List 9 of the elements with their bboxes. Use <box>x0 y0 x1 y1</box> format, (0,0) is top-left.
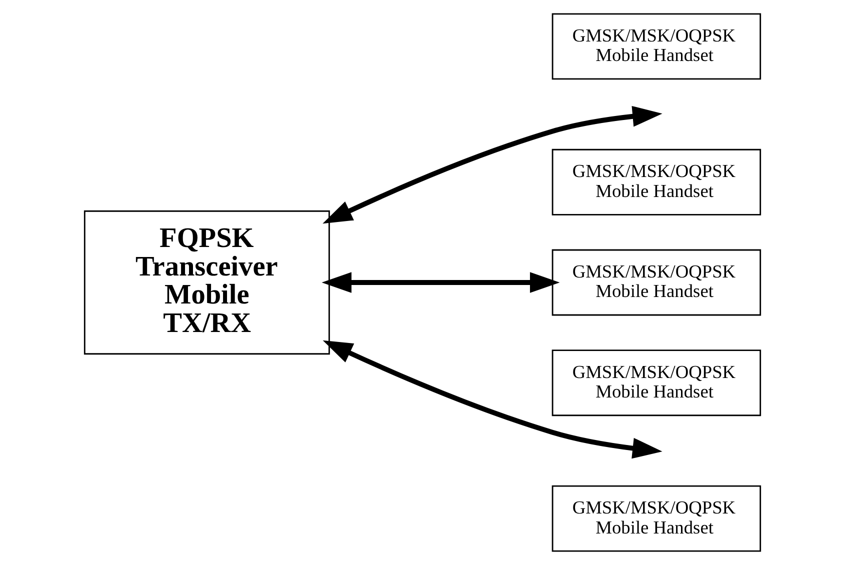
arrow <box>322 272 560 293</box>
node-box: GMSK/MSK/OQPSK Mobile Handset <box>552 148 762 216</box>
node-box: FQPSK Transceiver Mobile TX/RX <box>84 210 330 355</box>
node-box: GMSK/MSK/OQPSK Mobile Handset <box>552 485 762 552</box>
node-box: GMSK/MSK/OQPSK Mobile Handset <box>552 13 762 80</box>
node-box: GMSK/MSK/OQPSK Mobile Handset <box>552 350 762 416</box>
arrow <box>322 340 662 459</box>
node-box: GMSK/MSK/OQPSK Mobile Handset <box>552 249 762 316</box>
arrow <box>322 106 662 224</box>
